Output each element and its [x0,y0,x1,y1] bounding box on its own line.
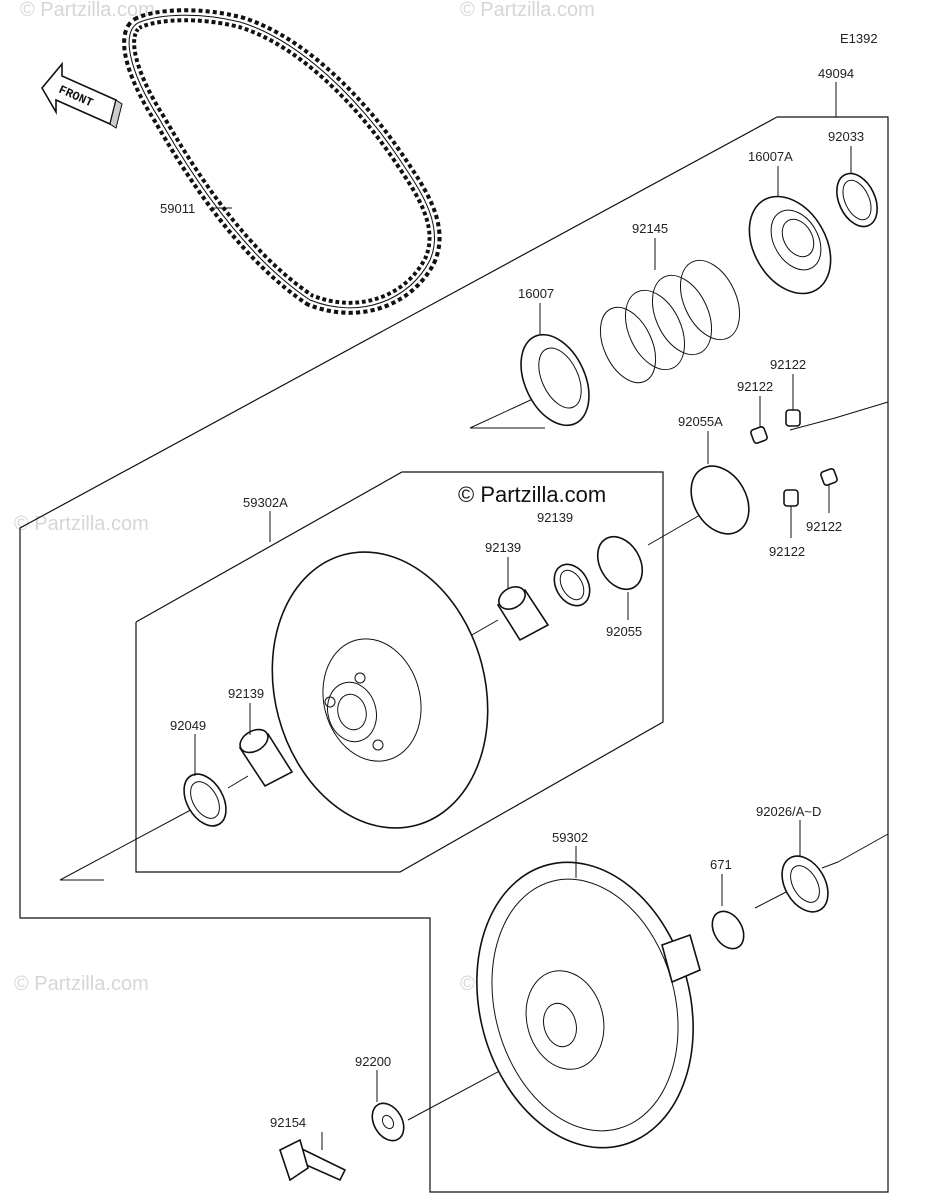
leader-lines [194,82,852,1150]
label-59302A: 59302A [243,495,288,510]
assembly-outline [19,116,889,1193]
bushing-92139-mid [496,586,550,642]
label-92145: 92145 [632,221,668,236]
label-92122-d: 92122 [769,544,805,559]
sheave-59302A [271,551,489,829]
sheave-59302 [476,861,701,1149]
bolt-92154 [279,1138,347,1182]
watermark-top-left: © Partzilla.com [20,0,155,21]
watermark-mid-left: © Partzilla.com [14,513,149,535]
shim-92026 [781,855,829,913]
label-92055: 92055 [606,624,642,639]
o-ring-92055 [596,535,644,591]
label-16007: 16007 [518,286,554,301]
label-92026: 92026/A~D [756,804,821,819]
label-92139-left: 92139 [228,686,264,701]
label-92049: 92049 [170,718,206,733]
watermark-center: © Partzilla.com [458,482,606,507]
label-92139-hidden: 92139 [537,510,573,525]
label-92033: 92033 [828,129,864,144]
label-92055A: 92055A [678,414,723,429]
slider-buttons-92122 [750,409,838,507]
spring-92145 [599,259,741,384]
drive-belt [122,8,442,315]
label-92200: 92200 [355,1054,391,1069]
label-92139-top: 92139 [485,540,521,555]
label-92122-c: 92122 [806,519,842,534]
label-59302: 59302 [552,830,588,845]
washer-92200 [371,1102,405,1142]
watermarks: © Partzilla.com © Partzilla.com © Partzi… [14,0,595,995]
label-59011: 59011 [160,201,195,216]
label-49094: 49094 [818,66,854,81]
seal-92049 [183,773,227,827]
o-ring-92055A [690,465,750,535]
watermark-top-center: © Partzilla.com [460,0,595,21]
front-arrow-icon: FRONT [41,61,123,129]
diagram-code: E1392 [840,31,878,46]
sub-assembly-outline [135,471,664,873]
label-92122-a: 92122 [770,357,806,372]
bushing-92139-upper [553,563,591,607]
ring-16007 [520,333,590,427]
label-671: 671 [710,857,732,872]
bushing-92139-left [238,728,294,788]
label-92122-b: 92122 [737,379,773,394]
circlip-92033 [836,172,878,228]
o-ring-671 [711,910,745,950]
watermark-bottom-left: © Partzilla.com [14,973,149,995]
label-92154: 92154 [270,1115,306,1130]
label-16007A: 16007A [748,149,793,164]
cam-16007A [748,195,832,295]
part-labels: 49094 92033 16007A 92145 16007 59011 921… [160,66,864,1130]
